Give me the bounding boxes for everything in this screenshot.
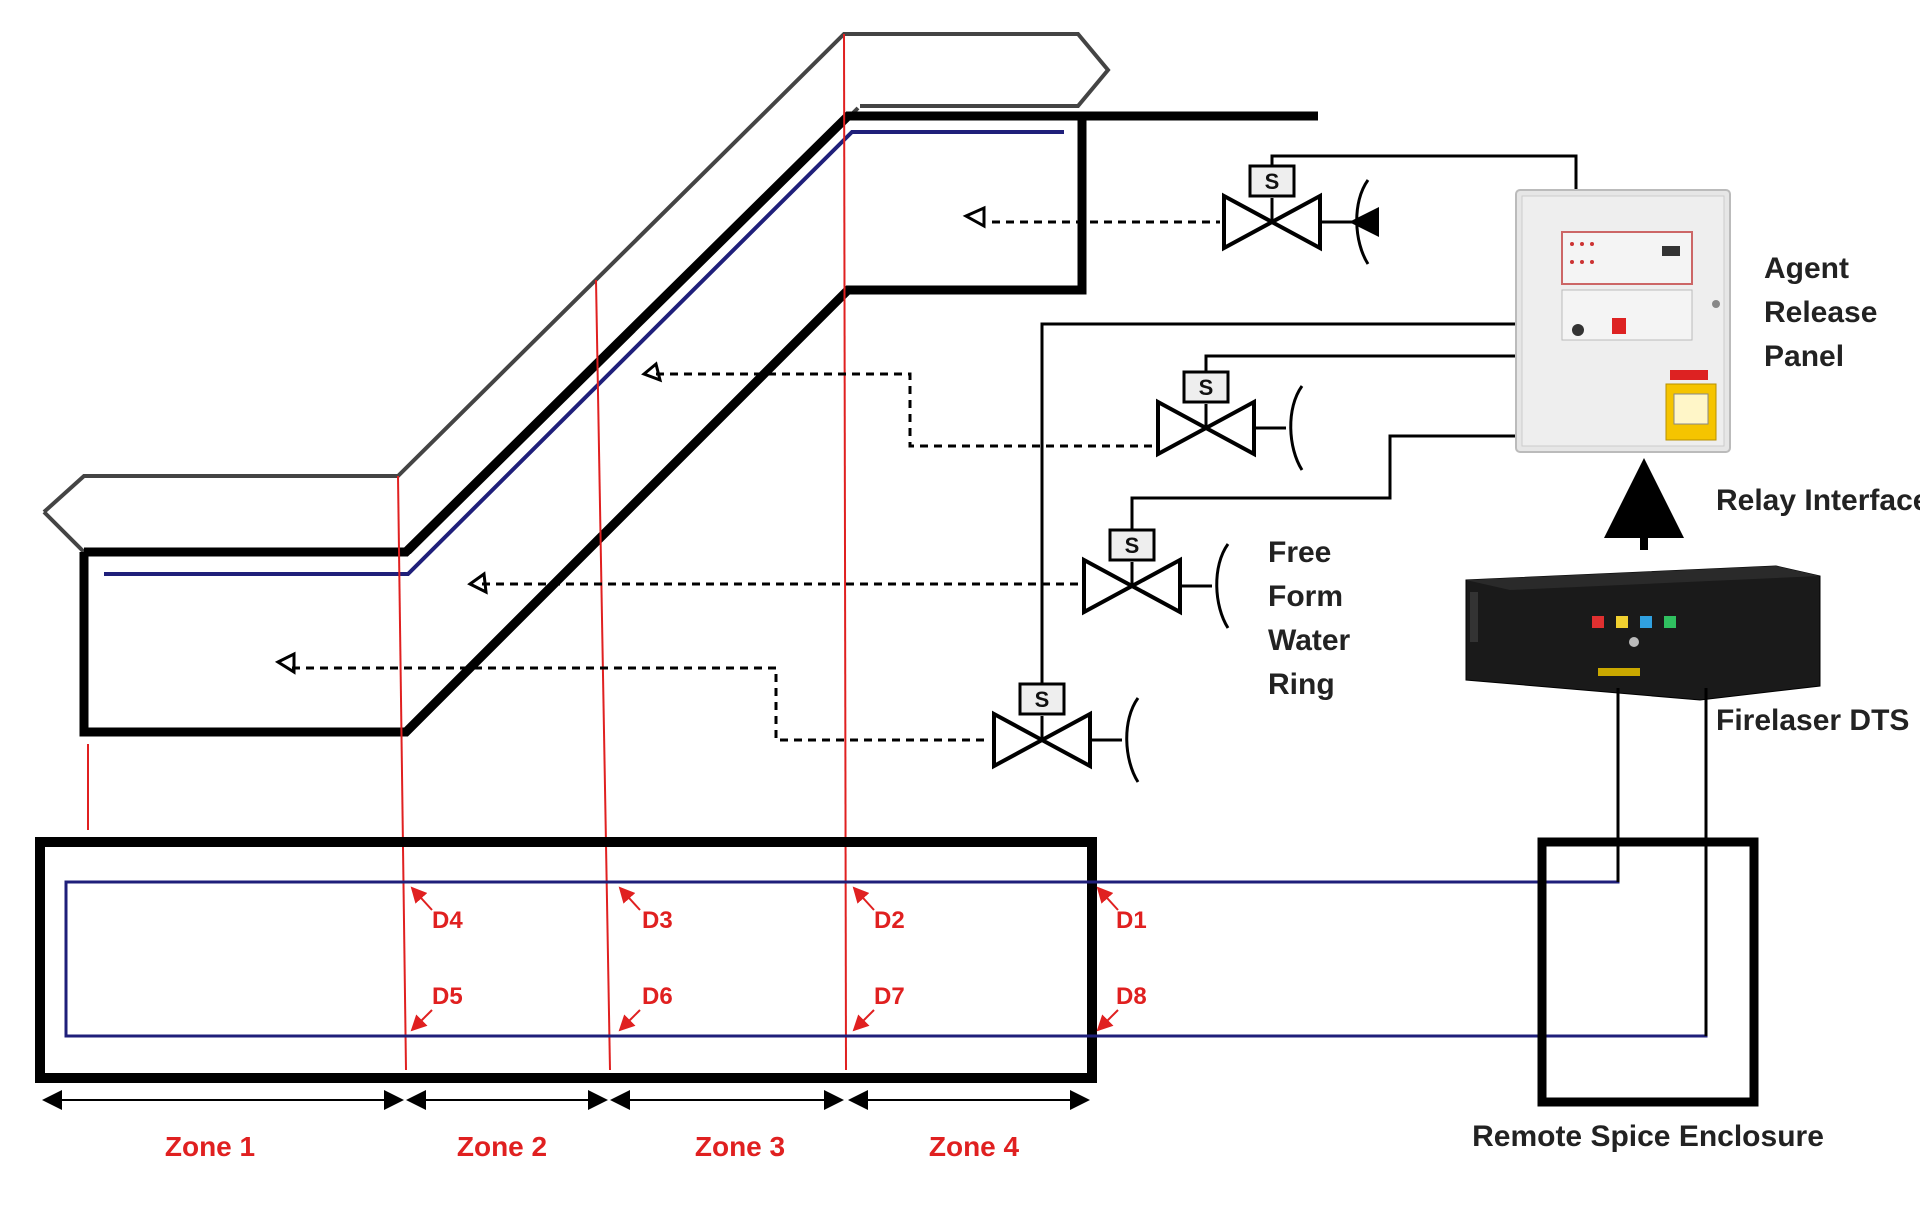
nozzle-4-icon <box>274 651 296 675</box>
detector-d1-label: D1 <box>1116 907 1147 934</box>
water-ring-label-1: Free <box>1268 536 1331 569</box>
valve-2: S <box>1156 370 1304 471</box>
detector-d8-label: D8 <box>1116 983 1147 1010</box>
control-wiring <box>1040 154 1578 684</box>
water-ring-label-3: Water <box>1268 624 1351 657</box>
detector-d2-label: D2 <box>874 907 905 934</box>
detector-d3-label: D3 <box>642 907 673 934</box>
plan-view-outline <box>35 837 1097 1083</box>
agent-release-panel-label-1: Agent <box>1764 252 1849 285</box>
wire-valve-2 <box>1204 354 1516 372</box>
water-ring-label-4: Ring <box>1268 668 1335 701</box>
wire-valve-3 <box>1130 434 1516 530</box>
fiber-escalator <box>104 130 1064 576</box>
agent-release-panel-label-2: Release <box>1764 296 1877 329</box>
detector-d4-label: D4 <box>432 907 463 934</box>
zone-2-label: Zone 2 <box>457 1131 547 1162</box>
handrail-outline-lower <box>42 106 860 554</box>
detector-d5-label: D5 <box>432 983 463 1010</box>
svg-text:S: S <box>1125 533 1140 558</box>
nozzle-lines <box>292 220 1220 742</box>
handrail-outline <box>42 32 1111 514</box>
plan-view <box>35 688 1708 1083</box>
detector-d6-label: D6 <box>642 983 673 1010</box>
escalator-truss <box>79 111 1087 737</box>
nozzle-line-2 <box>656 372 1158 448</box>
zone-line-1 <box>397 475 407 1071</box>
nozzle-line-4 <box>292 666 990 742</box>
panel-red-button <box>1612 318 1626 334</box>
agent-release-panel <box>1515 189 1731 453</box>
escalator-structure <box>42 32 1318 737</box>
valve-3: S <box>1082 528 1230 629</box>
remote-splice-enclosure <box>1537 837 1759 1107</box>
valve-4: S <box>992 682 1140 783</box>
zone-3-label: Zone 3 <box>695 1131 785 1162</box>
zone-line-2 <box>595 279 611 1071</box>
firelaser-dts-label: Firelaser DTS <box>1716 704 1909 737</box>
svg-text:S: S <box>1265 169 1280 194</box>
water-ring-label-2: Form <box>1268 580 1343 613</box>
zone-line-3 <box>843 33 847 1071</box>
zone-divider-lines <box>87 33 847 1071</box>
nozzle-2-icon <box>641 361 663 383</box>
agent-release-panel-label-3: Panel <box>1764 340 1844 373</box>
wire-valve-4 <box>1040 322 1516 684</box>
detector-d7-label: D7 <box>874 983 905 1010</box>
remote-splice-enclosure-label: Remote Spice Enclosure <box>1472 1120 1824 1153</box>
firelaser-dts-unit <box>1465 565 1821 701</box>
nozzle-3-icon <box>467 571 488 595</box>
valve-1: S <box>1222 164 1379 265</box>
relay-interface-label: Relay Interface <box>1716 484 1920 517</box>
zone-4-label: Zone 4 <box>929 1131 1020 1162</box>
svg-text:S: S <box>1035 687 1050 712</box>
panel-indicator-block <box>1561 231 1693 285</box>
zone-1-label: Zone 1 <box>165 1131 255 1162</box>
svg-text:S: S <box>1199 375 1214 400</box>
detector-markers <box>410 886 1119 1032</box>
wire-valve-1 <box>1270 154 1578 196</box>
nozzles <box>274 205 986 675</box>
nozzle-1-icon <box>962 205 986 229</box>
